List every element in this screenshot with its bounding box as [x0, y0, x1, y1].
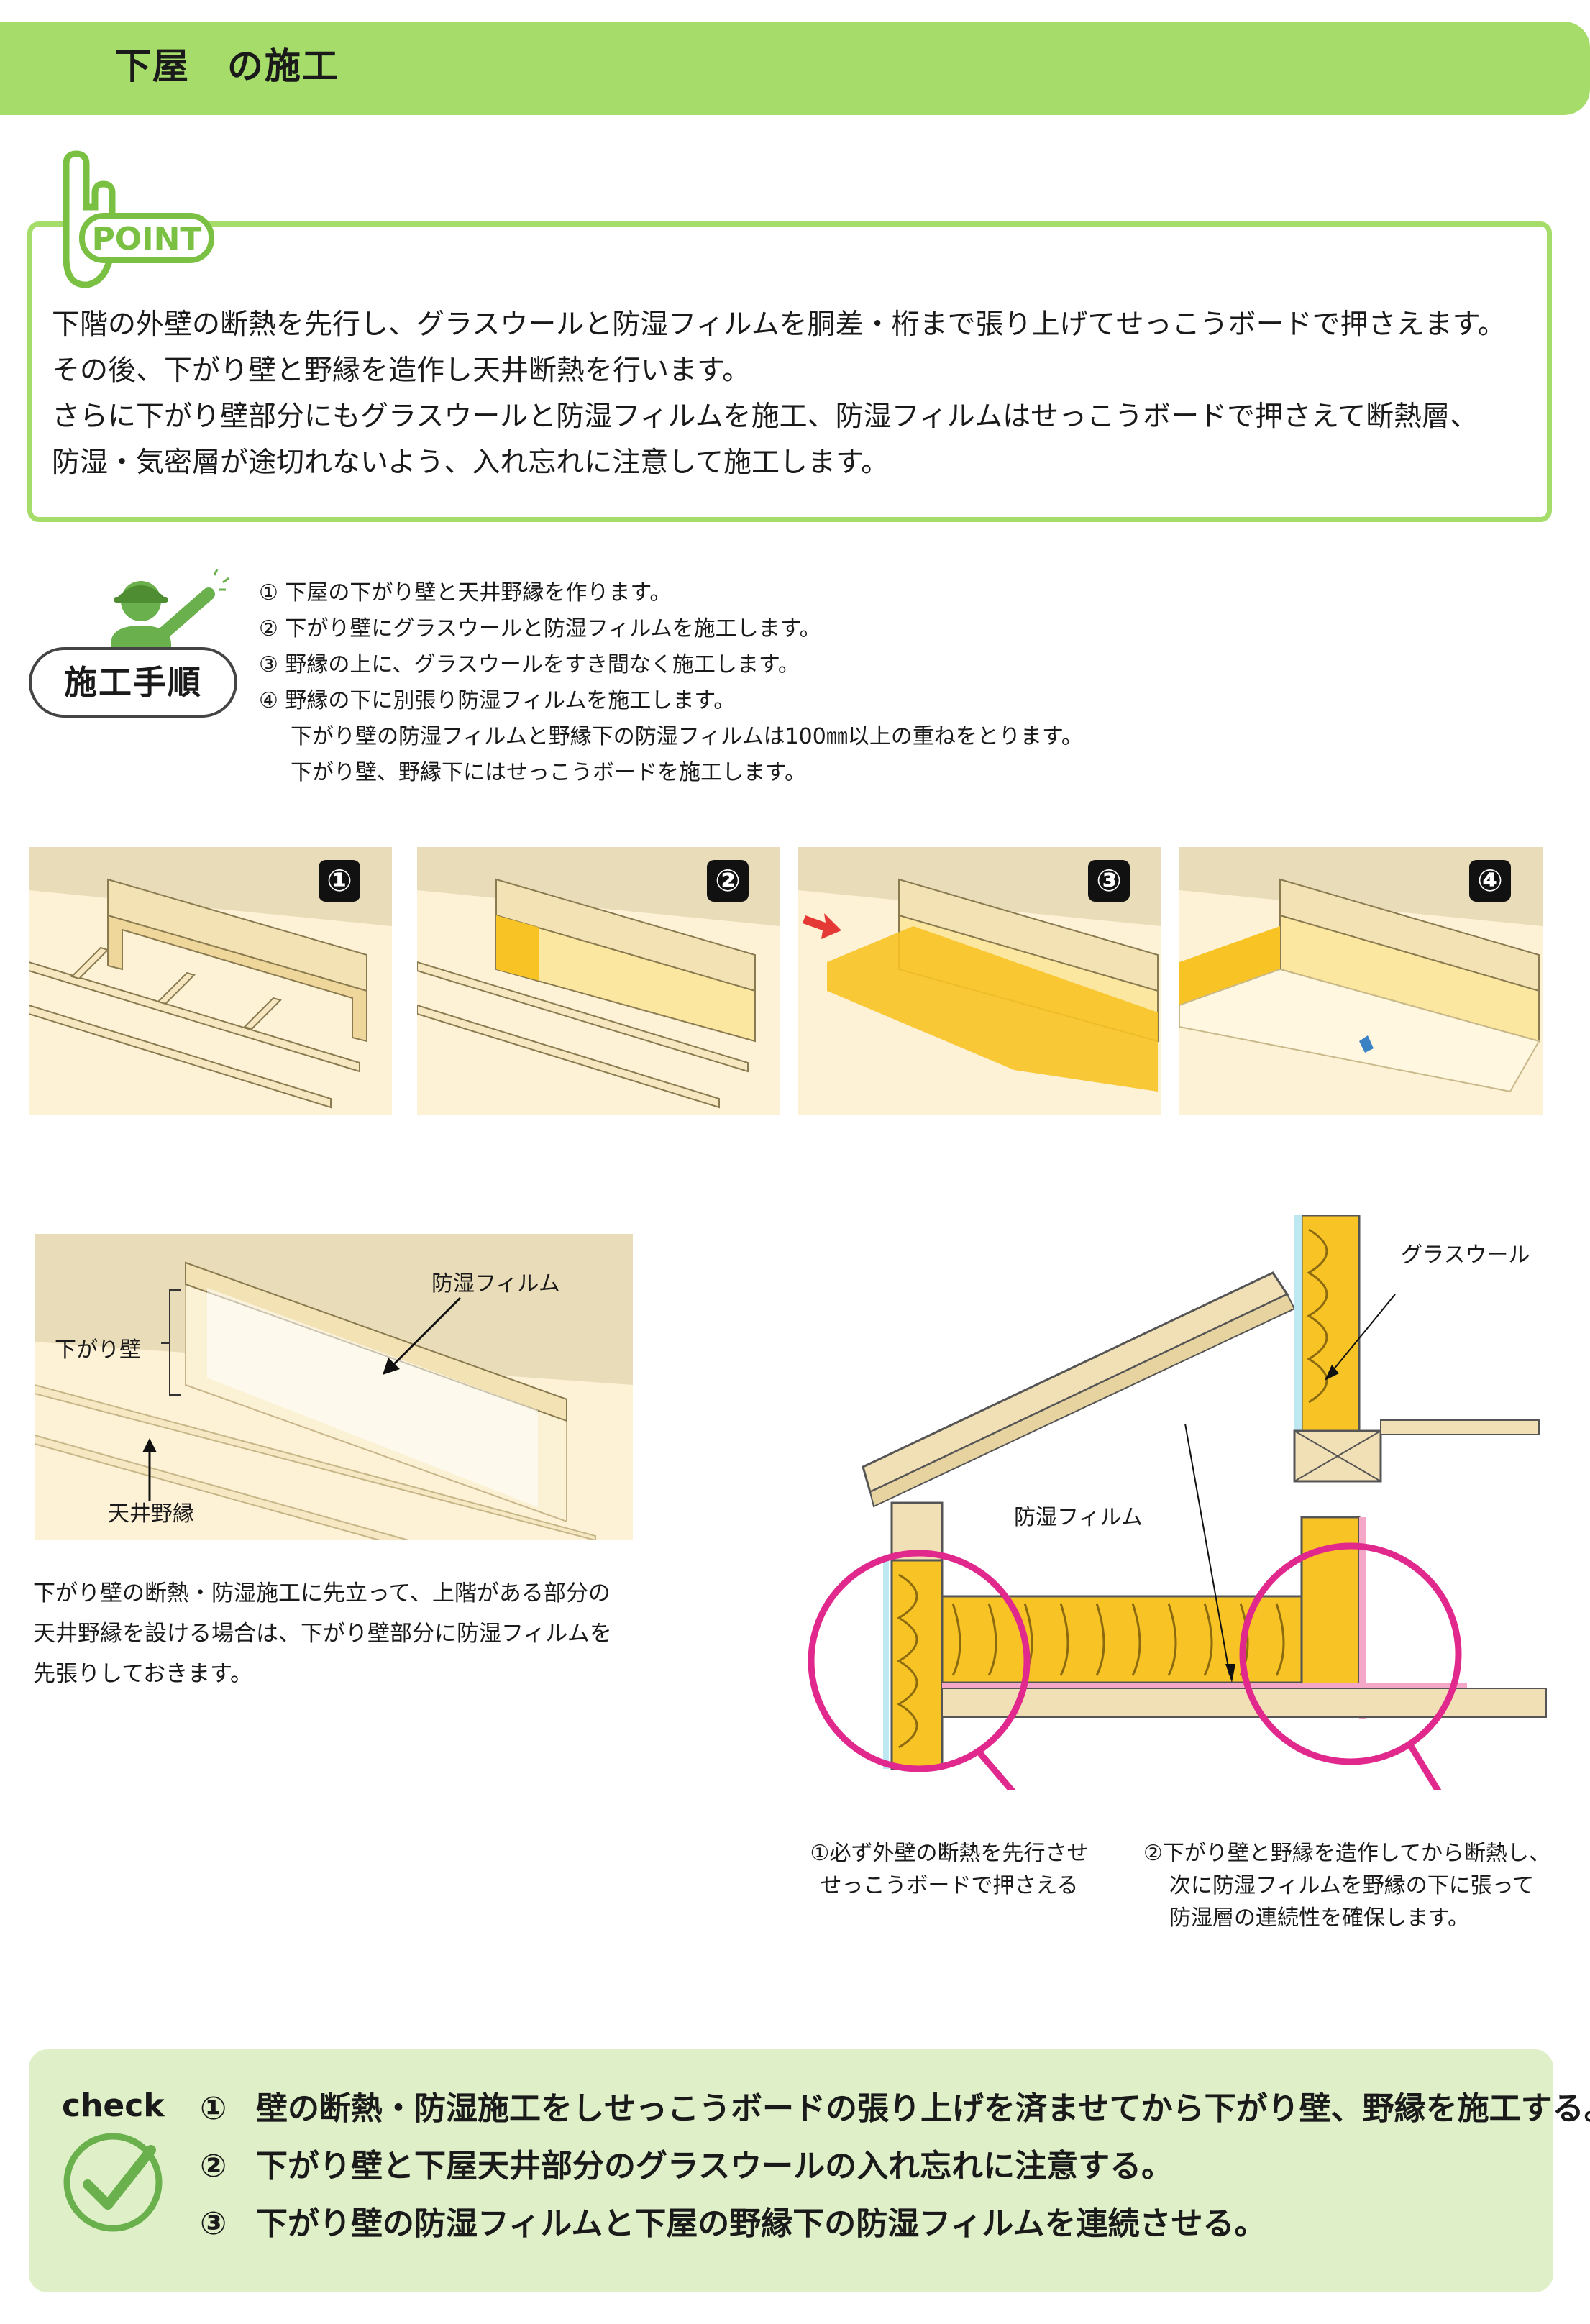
procedure-steps: ① 下屋の下がり壁と天井野縁を作ります。 ② 下がり壁にグラスウールと防湿フィル… [259, 575, 1553, 791]
step-figure-4: ④ [1179, 847, 1543, 1115]
detail-note: 下がり壁の断熱・防湿施工に先立って、上階がある部分の 天井野縁を設ける場合は、下… [33, 1573, 652, 1694]
caption-line: 次に防湿フィルムを野縁の下に張って [1169, 1873, 1535, 1898]
step-item: ④ 野縁の下に別張り防湿フィルムを施工します。 [259, 688, 736, 713]
section-diagram [808, 1215, 1547, 1790]
detail-label-film: 防湿フィルム [431, 1271, 560, 1296]
step-subitem: 下がり壁、野縁下にはせっこうボードを施工します。 [291, 760, 806, 785]
detail-arrow-ceiling [142, 1438, 157, 1501]
page-title: 下屋 の施工 [115, 45, 339, 87]
note-line: 下がり壁の断熱・防湿施工に先立って、上階がある部分の [33, 1580, 611, 1606]
step-item: ③ 野縁の上に、グラスウールをすき間なく施工します。 [259, 652, 800, 677]
step-figure-2: ② [417, 847, 780, 1115]
point-line: さらに下がり壁部分にもグラスウールと防湿フィルムを施工、防湿フィルムはせっこうボ… [52, 401, 1479, 433]
check-item-number: ① [200, 2090, 227, 2127]
check-item: ② 下がり壁と下屋天井部分のグラスウールの入れ忘れに注意する。 [200, 2138, 1590, 2195]
checkmark-circle-icon [63, 2133, 163, 2232]
step-figure-3: ③ [798, 847, 1161, 1115]
header-bar [0, 22, 1590, 115]
point-text: 下階の外壁の断熱を先行し、グラスウールと防湿フィルムを胴差・桁まで張り上げてせっ… [52, 302, 1548, 486]
detail-arrow-film [383, 1296, 462, 1375]
caption-line: せっこうボードで押さえる [820, 1873, 1079, 1898]
check-item: ③ 下がり壁の防湿フィルムと下屋の野縁下の防湿フィルムを連続させる。 [200, 2195, 1590, 2253]
step-item: ① 下屋の下がり壁と天井野縁を作ります。 [259, 580, 672, 605]
check-items: ① 壁の断熱・防湿施工をしせっこうボードの張り上げを済ませてから下がり壁、野縁を施… [200, 2080, 1590, 2253]
svg-text:POINT: POINT [92, 221, 202, 257]
step-subitem: 下がり壁の防湿フィルムと野縁下の防湿フィルムは100㎜以上の重ねをとります。 [291, 724, 1083, 749]
check-box [29, 2049, 1553, 2292]
step-number: ③ [1088, 860, 1130, 902]
point-line: 防湿・気密層が途切れないよう、入れ忘れに注意して施工します。 [52, 447, 890, 479]
detail-bracket-wall [161, 1289, 181, 1396]
check-item-text: 壁の断熱・防湿施工をしせっこうボードの張り上げを済ませてから下がり壁、野縁を施工… [256, 2090, 1590, 2127]
point-box [27, 221, 1552, 522]
point-line: 下階の外壁の断熱を先行し、グラスウールと防湿フィルムを胴差・桁まで張り上げてせっ… [52, 308, 1506, 341]
step-number: ② [707, 860, 749, 902]
check-item-text: 下がり壁の防湿フィルムと下屋の野縁下の防湿フィルムを連続させる。 [256, 2205, 1266, 2242]
procedure-badge: 施工手順 [29, 647, 237, 718]
point-line: その後、下がり壁と野縁を造作し天井断熱を行います。 [52, 354, 751, 387]
detail-figure [35, 1234, 633, 1540]
section-label-film: 防湿フィルム [1014, 1505, 1143, 1530]
step-number: ① [319, 860, 360, 902]
check-item-text: 下がり壁と下屋天井部分のグラスウールの入れ忘れに注意する。 [256, 2148, 1174, 2185]
note-line: 天井野縁を設ける場合は、下がり壁部分に防湿フィルムを [33, 1621, 612, 1647]
section-caption-1: ①必ず外壁の断熱を先行させ せっこうボードで押さえる [798, 1837, 1100, 1902]
step-figure-1: ① [29, 847, 392, 1115]
step-item: ② 下がり壁にグラスウールと防湿フィルムを施工します。 [259, 616, 821, 641]
caption-line: ①必ず外壁の断熱を先行させ [810, 1841, 1089, 1866]
check-item-number: ② [200, 2148, 227, 2185]
check-item: ① 壁の断熱・防湿施工をしせっこうボードの張り上げを済ませてから下がり壁、野縁を施… [200, 2080, 1590, 2138]
caption-line: 防湿層の連続性を確保します。 [1169, 1906, 1469, 1931]
detail-label-wall: 下がり壁 [55, 1337, 141, 1363]
step-number: ④ [1469, 860, 1511, 902]
note-line: 先張りしておきます。 [33, 1661, 253, 1687]
check-label: check [62, 2087, 165, 2124]
section-caption-2: ②下がり壁と野縁を造作してから断熱し、 次に防湿フィルムを野縁の下に張って 防湿… [1143, 1837, 1575, 1934]
detail-label-ceiling: 天井野縁 [108, 1501, 194, 1527]
check-item-number: ③ [200, 2205, 227, 2242]
caption-line: ②下がり壁と野縁を造作してから断熱し、 [1143, 1841, 1550, 1866]
section-label-glasswool: グラスウール [1401, 1243, 1530, 1268]
point-hand-icon: POINT [63, 150, 214, 288]
